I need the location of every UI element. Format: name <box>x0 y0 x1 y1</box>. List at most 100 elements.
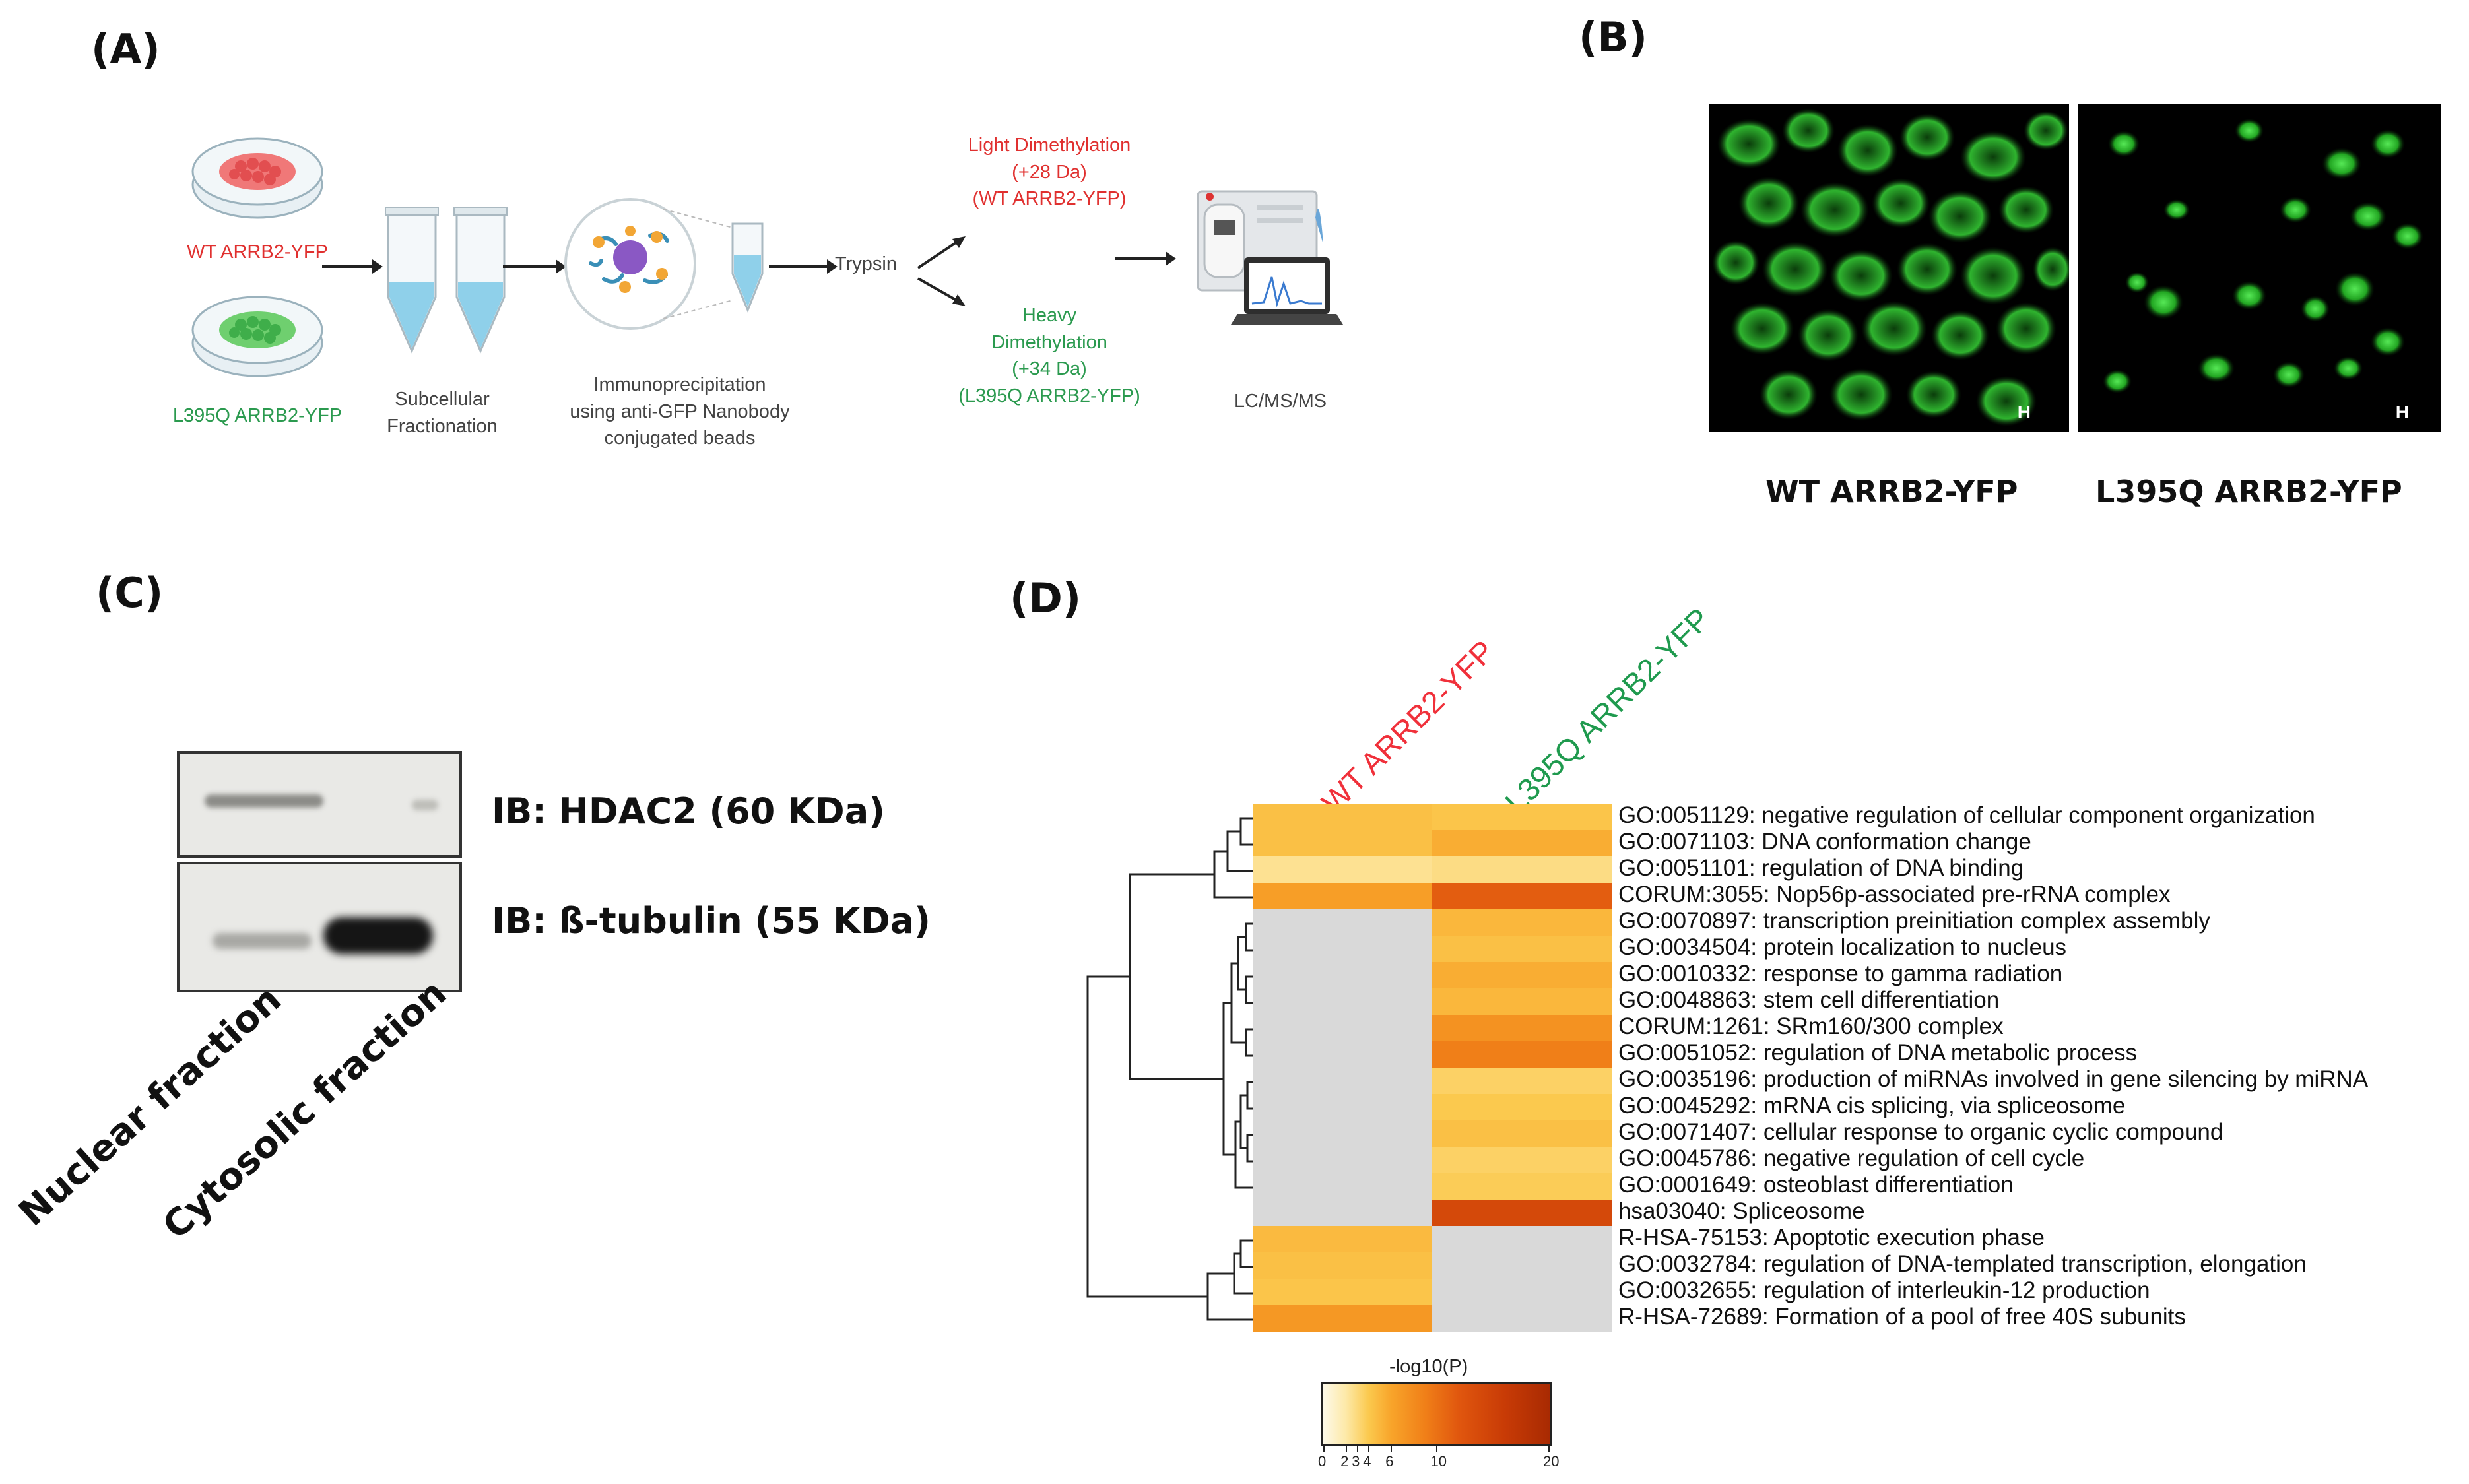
ip-label: Immunoprecipitation using anti-GFP Nanob… <box>541 371 818 452</box>
heatmap-cell <box>1432 1279 1612 1305</box>
colorbar-tick-mark <box>1323 1444 1325 1452</box>
heatmap-cell <box>1253 1147 1432 1173</box>
heatmap-column-label-wt: WT ARRB2-YFP <box>1314 633 1501 820</box>
heatmap-cell <box>1253 909 1432 936</box>
heatmap-cell <box>1432 856 1612 883</box>
heatmap-cell <box>1253 1305 1432 1332</box>
wt-label: WT ARRB2-YFP <box>187 242 328 263</box>
ip-line-2: using anti-GFP Nanobody <box>570 401 790 422</box>
heavy-line-3: (+34 Da) <box>1012 358 1087 380</box>
tubulin-blot <box>177 862 462 992</box>
heatmap-cell <box>1253 1120 1432 1147</box>
heatmap-row-label: GO:0051129: negative regulation of cellu… <box>1618 802 2315 828</box>
heatmap-cell <box>1432 1305 1612 1332</box>
heatmap-cell <box>1253 856 1432 883</box>
ib-hdac2-label: IB: HDAC2 (60 KDa) <box>492 790 885 832</box>
heatmap-row-label: GO:0032655: regulation of interleukin-12… <box>1618 1277 2150 1303</box>
colorbar-tick-label: 10 <box>1430 1453 1447 1469</box>
heatmap-row-label: GO:0010332: response to gamma radiation <box>1618 961 2063 986</box>
heatmap-cell <box>1432 1094 1612 1120</box>
heatmap-row-label: R-HSA-75153: Apoptotic execution phase <box>1618 1225 2045 1250</box>
tubes-icon <box>385 207 508 354</box>
ip-line-1: Immunoprecipitation <box>593 374 766 395</box>
ib-tubulin-label: IB: ß-tubulin (55 KDa) <box>492 900 931 942</box>
colorbar-tick-label: 4 <box>1363 1453 1371 1469</box>
heatmap-cell <box>1432 883 1612 909</box>
light-line-3: (WT ARRB2-YFP) <box>972 188 1127 210</box>
colorbar-tick-mark <box>1346 1444 1348 1452</box>
light-line-2: (+28 Da) <box>1012 161 1087 183</box>
heatmap-cell <box>1253 1094 1432 1120</box>
heatmap-cell <box>1432 830 1612 856</box>
colorbar-tick-label: 0 <box>1318 1453 1327 1469</box>
ip-bead-icon <box>564 198 764 330</box>
heatmap-cell <box>1432 1068 1612 1094</box>
mutant-image-caption: L395Q ARRB2-YFP <box>2095 474 2402 509</box>
heavy-line-1: Heavy <box>1022 305 1077 326</box>
arrow-to-ip <box>503 259 566 274</box>
hdac2-band-nuclear <box>205 794 323 808</box>
heatmap-row-label: GO:0035196: production of miRNAs involve… <box>1618 1066 2369 1092</box>
heatmap-cell <box>1253 1015 1432 1041</box>
colorbar-tick-label: 2 <box>1340 1453 1349 1469</box>
lane-label-nuclear: Nuclear fraction <box>11 977 290 1235</box>
fractionation-line-2: Fractionation <box>387 415 498 437</box>
heatmap-row-label: GO:0034504: protein localization to nucl… <box>1618 934 2067 960</box>
wt-fluorescence-image: H <box>1709 104 2069 432</box>
arrow-to-lcms <box>1115 251 1176 266</box>
heatmap-row-label: R-HSA-72689: Formation of a pool of free… <box>1618 1304 2186 1330</box>
heavy-line-4: (L395Q ARRB2-YFP) <box>958 385 1140 406</box>
colorbar-tick-mark <box>1391 1444 1393 1452</box>
heatmap-cell <box>1253 883 1432 909</box>
ip-line-3: conjugated beads <box>604 428 756 449</box>
colorbar-tick-mark <box>1357 1444 1359 1452</box>
heatmap-row-label: GO:0051101: regulation of DNA binding <box>1618 855 2024 881</box>
heatmap-row-label: GO:0032784: regulation of DNA-templated … <box>1618 1251 2307 1277</box>
heatmap-cell <box>1253 1173 1432 1200</box>
colorbar <box>1321 1382 1552 1446</box>
heatmap-cell <box>1253 1252 1432 1279</box>
mutant-culture-dish-icon <box>191 296 323 377</box>
heatmap-row-label: GO:0070897: transcription preinitiation … <box>1618 908 2210 934</box>
heatmap-cell <box>1432 1015 1612 1041</box>
heatmap-cell <box>1432 936 1612 962</box>
heavy-dimethylation-label: Heavy Dimethylation (+34 Da) (L395Q ARRB… <box>937 302 1162 409</box>
fractionation-line-1: Subcellular <box>395 389 490 410</box>
heatmap-cell <box>1432 988 1612 1015</box>
panel-label-b: (B) <box>1579 13 1647 61</box>
heatmap-row-label: GO:0071103: DNA conformation change <box>1618 829 2031 855</box>
heatmap-cell <box>1253 1200 1432 1226</box>
heatmap-cell <box>1432 909 1612 936</box>
mutant-scale-bar: H <box>2395 402 2409 422</box>
heatmap-row-label: GO:0045292: mRNA cis splicing, via splic… <box>1618 1093 2126 1118</box>
lcms-label: LC/MS/MS <box>1234 391 1327 412</box>
arrow-to-fractionation <box>322 259 383 274</box>
mutant-fluorescence-image: H <box>2078 104 2441 432</box>
arrow-to-trypsin <box>769 259 838 274</box>
heatmap-row-label: CORUM:1261: SRm160/300 complex <box>1618 1014 2004 1039</box>
colorbar-tick-mark <box>1368 1444 1370 1452</box>
heatmap-row-label: GO:0045786: negative regulation of cell … <box>1618 1145 2085 1171</box>
colorbar-tick-mark <box>1548 1444 1550 1452</box>
tubulin-band-nuclear <box>213 933 312 949</box>
lane-label-cytosolic: Cytosolic fraction <box>154 971 455 1248</box>
wt-culture-dish-icon <box>191 137 323 219</box>
heatmap-cell <box>1253 804 1432 830</box>
colorbar-tick-label: 6 <box>1385 1453 1394 1469</box>
trypsin-label: Trypsin <box>835 253 897 274</box>
light-dimethylation-label: Light Dimethylation (+28 Da) (WT ARRB2-Y… <box>937 132 1162 212</box>
heatmap-row-label: GO:0001649: osteoblast differentiation <box>1618 1172 2014 1198</box>
heatmap-cell <box>1432 1226 1612 1252</box>
panel-label-a: (A) <box>91 25 160 73</box>
dendrogram <box>1086 817 1253 1321</box>
heatmap-grid <box>1253 804 1612 1332</box>
heatmap-cell <box>1432 1173 1612 1200</box>
heatmap-row-label: GO:0071407: cellular response to organic… <box>1618 1119 2223 1145</box>
colorbar-tick-label: 3 <box>1352 1453 1360 1469</box>
heatmap-cell <box>1432 1041 1612 1068</box>
heatmap-cell <box>1253 1279 1432 1305</box>
heatmap-row-label: hsa03040: Spliceosome <box>1618 1198 1865 1224</box>
heatmap-cell <box>1432 1252 1612 1279</box>
hdac2-blot <box>177 751 462 858</box>
fractionation-label: Subcellular Fractionation <box>356 386 528 439</box>
